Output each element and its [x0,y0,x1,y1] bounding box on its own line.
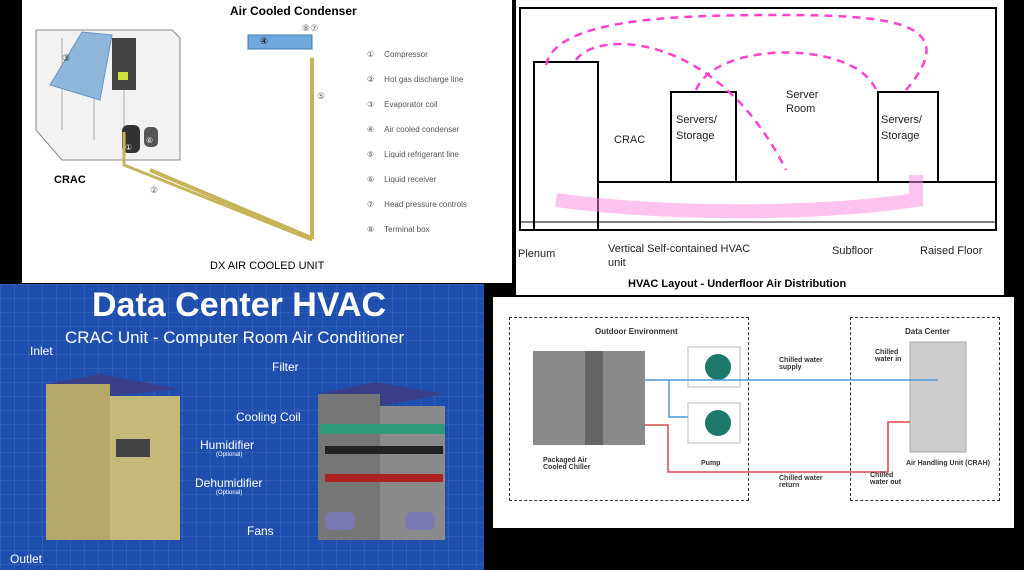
panel-title: Data Center HVAC [92,286,387,324]
diagram-caption: DX AIR COOLED UNIT [210,260,325,272]
diagram-caption: HVAC Layout - Underfloor Air Distributio… [628,278,847,290]
crac-label: CRAC [614,134,646,146]
raised-floor-label: Raised Floor [920,245,983,257]
underfloor-air-distribution-diagram: Servers/ Storage Servers/ Storage Server… [516,0,1004,295]
dehumidifier-optional: (Optional) [216,490,243,496]
fans-label: Fans [247,524,274,538]
crac-drawing [35,29,314,242]
supply-label: Chilled water supply [779,357,823,371]
servers-storage-right: Servers/ Storage [881,114,922,142]
marker-2: ② [150,186,159,196]
data-center-box [850,317,1000,501]
data-center-label: Data Center [905,327,950,336]
dehumidifier-label: Dehumidifier [195,476,263,490]
servers-storage-left: Servers/ Storage [676,114,717,142]
water-out-label: Chilled water out [870,472,902,486]
dx-air-cooled-unit-diagram: Air Cooled Condenser ⑤ ⑧⑦ ④ ③ ② ① ⑥ CRAC… [22,0,512,283]
piping [533,341,967,473]
plenum-label: Plenum [518,248,556,260]
crac-cabinets [46,374,445,540]
outlet-label: Outlet [10,552,43,566]
cooling-coil-label: Cooling Coil [236,410,301,424]
filter-label: Filter [272,360,299,374]
pump-label: Pump [701,460,721,467]
marker-8-7: ⑧⑦ [302,24,319,34]
inlet-label: Inlet [30,344,53,358]
panel-subtitle: CRAC Unit - Computer Room Air Conditione… [65,328,405,347]
return-label: Chilled water return [779,475,823,489]
humidifier-optional: (Optional) [216,452,243,458]
room-layout [519,7,997,231]
marker-1: ① [125,143,133,152]
hvac-unit-label: Vertical Self-contained HVAC unit [608,243,751,269]
chiller-label: Packaged Air Cooled Chiller [543,457,591,471]
ahu-label: Air Handling Unit (CRAH) [906,460,990,467]
server-room-label: Server Room [786,89,819,115]
marker-3: ③ [62,54,71,64]
humidifier-label: Humidifier [200,438,255,452]
subfloor-label: Subfloor [832,245,873,257]
outdoor-environment-box [509,317,749,501]
marker-4: ④ [260,37,269,47]
water-in-label: Chilled water in [875,349,902,363]
crac-unit-diagram: Data Center HVAC CRAC Unit - Computer Ro… [0,284,484,570]
chilled-water-loop-diagram: Outdoor Environment Data Center Packaged… [493,297,1014,528]
outdoor-label: Outdoor Environment [595,327,678,336]
marker-6: ⑥ [146,136,154,145]
marker-5: ⑤ [317,92,326,102]
diagram-title: Air Cooled Condenser [230,4,357,18]
crac-label: CRAC [54,174,86,186]
